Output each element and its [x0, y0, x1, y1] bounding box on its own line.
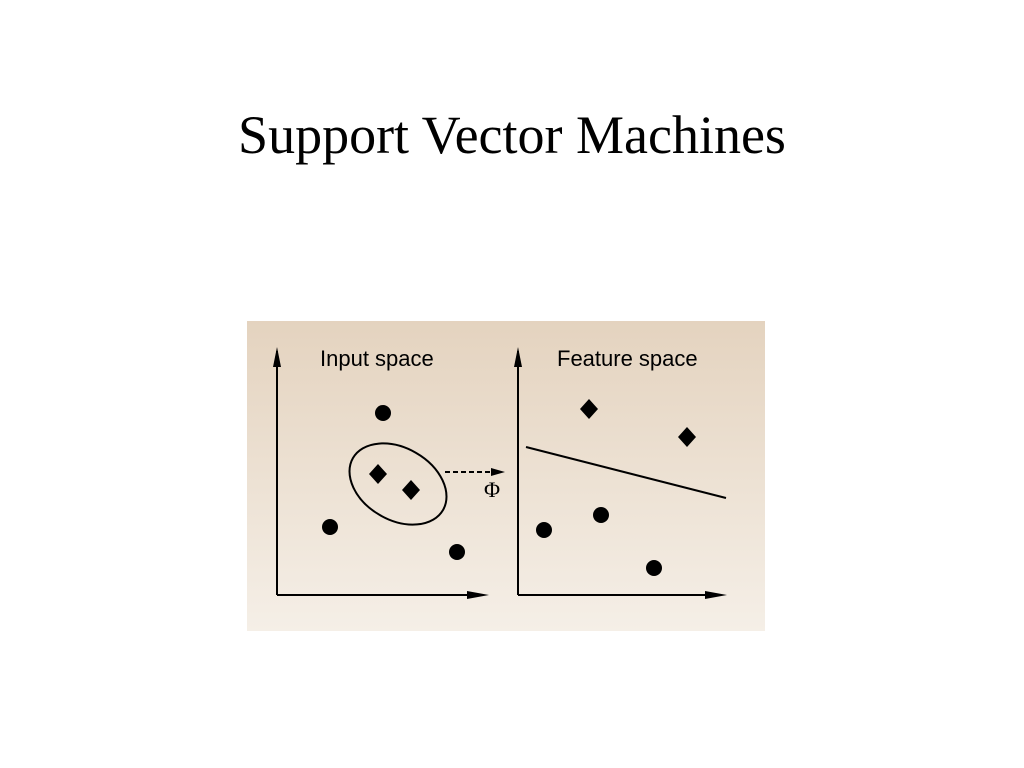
phi-symbol: Φ	[484, 477, 500, 502]
input-circle-point	[449, 544, 465, 560]
feature-space-label: Feature space	[557, 346, 698, 371]
input-circle-point	[322, 519, 338, 535]
input-diamond-point	[369, 464, 387, 484]
input-x-axis-arrow-icon	[467, 591, 489, 599]
feature-diamond-point	[580, 399, 598, 419]
mapping-arrow-head-icon	[491, 468, 505, 476]
separating-hyperplane	[525, 446, 727, 499]
slide-title: Support Vector Machines	[238, 105, 786, 165]
feature-y-axis-arrow-icon	[514, 347, 522, 367]
feature-circle-point	[646, 560, 662, 576]
input-space-label: Input space	[320, 346, 434, 371]
feature-circle-point	[536, 522, 552, 538]
input-circle-point	[375, 405, 391, 421]
feature-x-axis-arrow-icon	[705, 591, 727, 599]
input-diamond-point	[402, 480, 420, 500]
phi-mapping: Φ	[445, 468, 505, 502]
input-space-panel: Input space	[273, 346, 489, 599]
feature-space-panel: Feature space	[514, 346, 727, 599]
feature-diamond-point	[678, 427, 696, 447]
input-y-axis-arrow-icon	[273, 347, 281, 367]
kernel-boundary-ellipse	[348, 442, 448, 526]
figure-background	[247, 321, 765, 631]
svm-mapping-diagram: Input space Φ Feature space	[247, 321, 765, 631]
feature-circle-point	[593, 507, 609, 523]
